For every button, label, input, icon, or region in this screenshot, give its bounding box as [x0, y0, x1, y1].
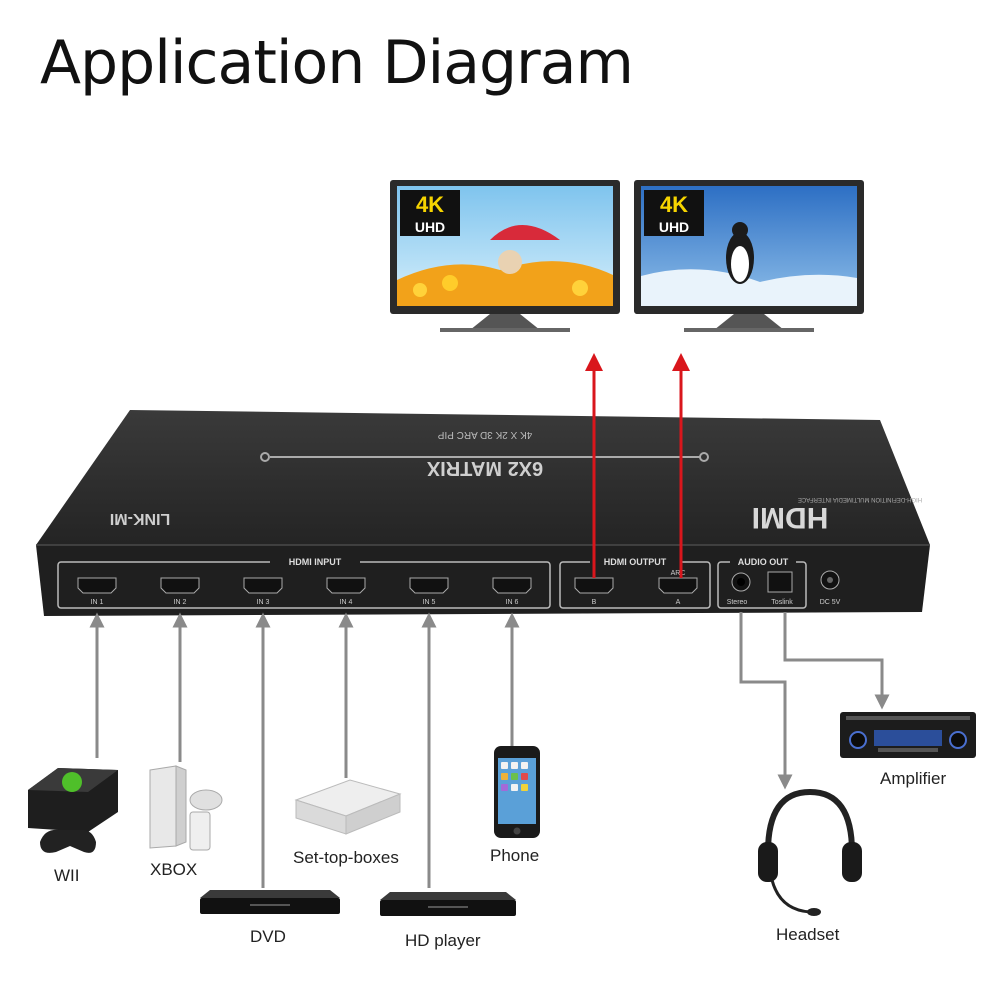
- xbox-icon: [149, 765, 223, 851]
- dc-label: DC 5V: [820, 599, 841, 606]
- headset-icon: [758, 788, 862, 916]
- hdmi-port-out-a-label: A: [676, 599, 681, 606]
- toslink-label: Toslink: [771, 599, 793, 606]
- hdmi-port-in3: IN 3: [243, 577, 283, 606]
- hdmi-port-in3-label: IN 3: [257, 599, 270, 606]
- phone-icon: [494, 746, 540, 838]
- page-title: Application Diagram: [40, 28, 634, 98]
- audio-out-label: AUDIO OUT: [738, 557, 789, 567]
- xbox-label: XBOX: [150, 860, 198, 879]
- monitor-1-badge-bottom: UHD: [415, 219, 445, 235]
- monitor-2-badge-top: 4K: [660, 192, 688, 217]
- stereo-label: Stereo: [727, 599, 748, 606]
- dvd-player-icon: [200, 890, 340, 914]
- hdmi-logo: HDMI: [752, 501, 829, 534]
- wii-icon: [28, 768, 118, 853]
- wii-label: WII: [54, 866, 80, 885]
- hdmi-input-label: HDMI INPUT: [289, 557, 342, 567]
- arc-label: ARC: [671, 570, 686, 577]
- hdmi-port-out-a: A: [658, 577, 698, 606]
- hdmi-port-in5: IN 5: [409, 577, 449, 606]
- hdmi-port-in4-label: IN 4: [340, 599, 353, 606]
- settop-label: Set-top-boxes: [293, 848, 399, 867]
- phone-label: Phone: [490, 846, 540, 865]
- input-connections: [89, 612, 520, 888]
- line-stereo-headset: [739, 612, 793, 790]
- hdmi-output-label: HDMI OUTPUT: [604, 557, 667, 567]
- hdmi-output-ports: B A: [574, 577, 698, 606]
- device-brand-label: LINK-MI: [110, 510, 170, 527]
- device-model-label: 6X2 MATRIX: [426, 457, 543, 479]
- hdmi-port-in1: IN 1: [77, 577, 117, 606]
- device-features-label: 4K X 2K 3D ARC PIP: [437, 429, 532, 440]
- settop-box-icon: [294, 779, 402, 835]
- amplifier-label: Amplifier: [880, 769, 947, 788]
- audio-connections: [739, 612, 890, 790]
- matrix-device: 6X2 MATRIX 4K X 2K 3D ARC PIP LINK-MI HD…: [36, 410, 930, 616]
- amplifier-icon: [840, 712, 976, 758]
- monitor-1: 4K UHD: [390, 180, 620, 332]
- hd-player-icon: [380, 892, 516, 916]
- line-toslink-amplifier: [783, 612, 890, 710]
- audio-ports: Stereo Toslink DC 5V: [727, 570, 841, 606]
- monitor-2: 4K UHD: [634, 180, 864, 332]
- monitor-1-badge-top: 4K: [416, 192, 444, 217]
- headset-label: Headset: [776, 925, 840, 944]
- hdmi-port-out-b-label: B: [592, 599, 597, 606]
- toslink-port: [767, 571, 793, 593]
- hdmi-port-in6: IN 6: [492, 577, 532, 606]
- hdplayer-label: HD player: [405, 931, 481, 950]
- hdmi-port-in1-label: IN 1: [91, 599, 104, 606]
- hdmi-port-in2: IN 2: [160, 577, 200, 606]
- hdmi-port-out-b: B: [574, 577, 614, 606]
- hdmi-logo-sub: HIGH-DEFINITION MULTIMEDIA INTERFACE: [798, 496, 922, 502]
- dvd-label: DVD: [250, 927, 286, 946]
- monitor-2-badge-bottom: UHD: [659, 219, 689, 235]
- hdmi-input-ports: IN 1 IN 2 IN 3 IN 4 IN 5 IN 6: [77, 577, 532, 606]
- hdmi-port-in5-label: IN 5: [423, 599, 436, 606]
- hdmi-port-in4: IN 4: [326, 577, 366, 606]
- hdmi-port-in2-label: IN 2: [174, 599, 187, 606]
- hdmi-port-in6-label: IN 6: [506, 599, 519, 606]
